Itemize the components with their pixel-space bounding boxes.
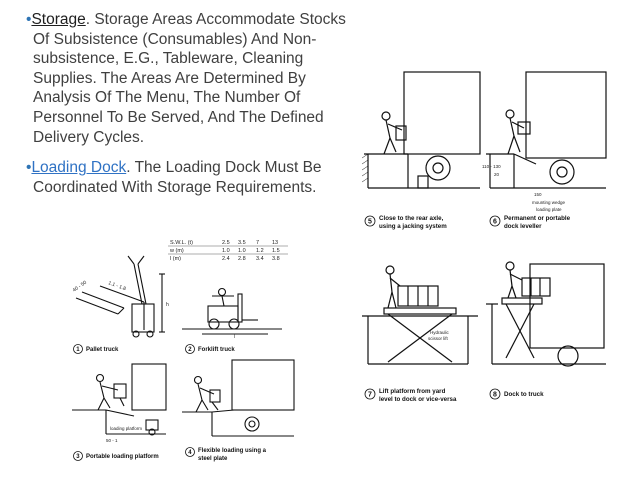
caption-number: 3 [76,454,80,460]
body-text: •Storage. Storage Areas Accommodate Stoc… [26,10,366,208]
pallet-truck-drawing [75,255,165,338]
caption-pallet-truck: Pallet truck [86,347,119,353]
loading-platform-label: loading platform [110,426,142,431]
caption-dock-leveller-line2: dock leveller [504,223,542,230]
hydraulic-label: Hydraulic [430,330,450,335]
storage-paragraph: •Storage. Storage Areas Accommodate Stoc… [26,10,366,147]
table-cell: 1.5 [272,248,280,254]
loading-equipment-illustration: S.W.L. (t) 2.5 3.5 7 13 w (m) 1.0 1.0 1.… [62,234,298,472]
dimension-label: 150 [534,192,542,197]
loading-dock-text: . The Loading Dock Must Be Coordinated W… [33,159,322,196]
forklift-truck-drawing [182,287,282,335]
dimension-label: h [166,302,169,308]
dock-loading-illustration: 5 Close to the rear axle, using a jackin… [358,64,608,414]
caption-lift-platform-line2: level to dock or vice-versa [379,396,457,403]
caption-dock-to-truck: Dock to truck [504,391,544,398]
bullet: • [26,11,32,28]
caption-number: 2 [188,347,192,353]
table-cell: 1.2 [256,248,264,254]
caption-number: 6 [493,219,497,226]
caption-portable-loading-platform: Portable loading platform [86,454,159,460]
dimension-label: 50 - 1 [106,438,118,443]
dock-leveller-drawing [486,71,607,189]
dimension-label: 1.1 - 1.8 [107,280,126,292]
table-cell: 3.8 [272,256,280,262]
mounting-wedge-label: mounting wedge [532,200,566,205]
table-cell: l (m) [170,256,181,262]
lift-platform-drawing [362,265,478,365]
caption-number: 8 [493,392,497,399]
loading-dock-link[interactable]: Loading Dock [31,159,127,177]
loading-plate-label: loading plate [536,207,562,212]
loading-dock-paragraph: •Loading Dock. The Loading Dock Must Be … [26,158,366,197]
rear-axle-jack-drawing [364,71,481,189]
ground-hatching [361,153,369,183]
dock-to-truck-drawing [486,261,606,367]
caption-number: 5 [368,219,372,226]
flexible-loading-drawing [182,359,295,437]
caption-dock-leveller: Permanent or portable [504,215,571,222]
caption-rear-axle: Close to the rear axle, [379,215,444,222]
dimension-label: 20 [494,172,500,177]
table-cell: 2.5 [222,240,230,246]
storage-text: . Storage Areas Accommodate Stocks Of Su… [33,11,346,146]
storage-term: Storage [31,11,86,28]
caption-number: 1 [76,347,80,353]
table-cell: 3.5 [238,240,246,246]
caption-rear-axle-line2: using a jacking system [379,223,447,230]
table-cell: 2.8 [238,256,246,262]
table-cell: 1.0 [238,248,246,254]
bullet: • [26,159,32,177]
table-cell: 7 [256,240,259,246]
table-cell: 1.0 [222,248,230,254]
scissor-lift-label: scissor lift [428,336,449,341]
portable-platform-drawing [72,363,167,436]
table-cell: S.W.L. (t) [170,240,193,246]
caption-number: 4 [188,450,192,456]
table-cell: 2.4 [222,256,230,262]
caption-number: 7 [368,392,372,399]
table-cell: w (m) [169,248,184,254]
table-cell: 13 [272,240,278,246]
left-figure: S.W.L. (t) 2.5 3.5 7 13 w (m) 1.0 1.0 1.… [62,234,298,472]
caption-flexible-loading-line2: steel plate [198,456,228,462]
caption-lift-platform: Lift platform from yard [379,388,446,395]
caption-flexible-loading: Flexible loading using a [198,448,267,454]
caption-forklift-truck: Forklift truck [198,347,235,353]
dimension-label: l [234,334,235,340]
right-figure: 5 Close to the rear axle, using a jackin… [358,64,608,414]
dimension-label: 110 - 130 [482,164,501,169]
table-cell: 3.4 [256,256,264,262]
